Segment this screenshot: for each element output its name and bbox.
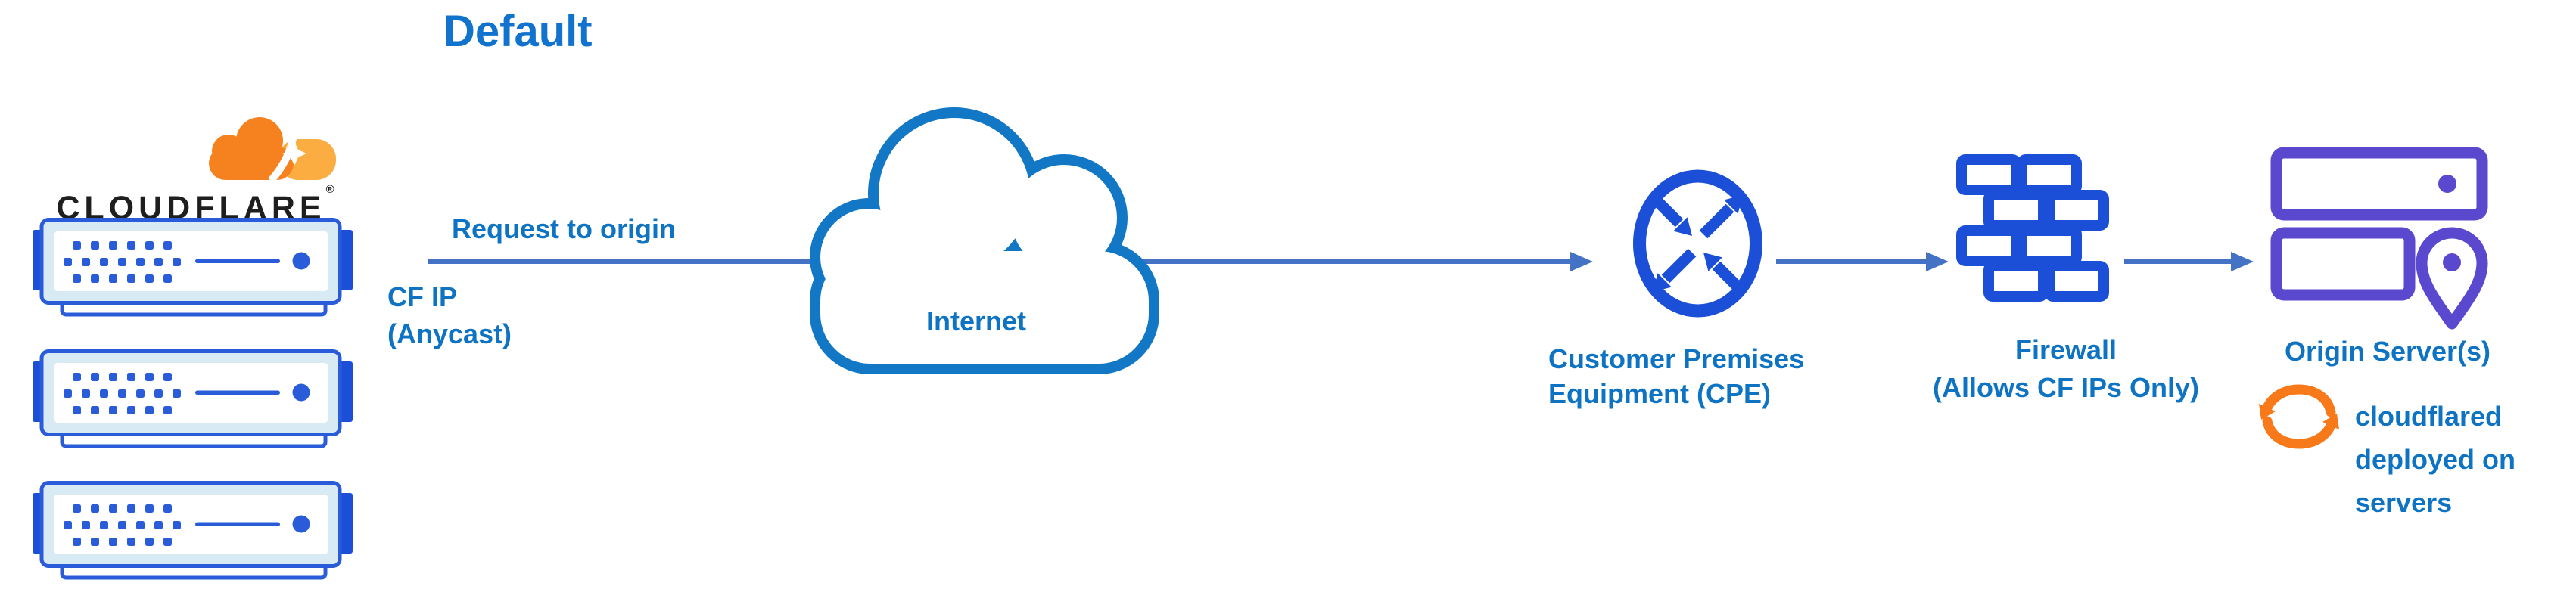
registered-trademark: ® — [325, 183, 334, 196]
cloudflare-cloud-icon — [209, 117, 336, 184]
cloudflared-note: cloudflared deployed on servers — [2355, 395, 2515, 524]
cf-ip-line2: (Anycast) — [387, 318, 512, 349]
arrowhead-icon — [1926, 252, 1949, 271]
firewall-label-line1: Firewall — [2014, 334, 2117, 365]
firewall-icon — [1956, 154, 2109, 302]
arrowhead-icon — [2231, 252, 2254, 271]
cpe-label-line1: Customer Premises — [1548, 343, 1805, 374]
request-to-origin-label: Request to origin — [452, 213, 676, 244]
firewall-label: Firewall (Allows CF IPs Only) — [1903, 331, 2229, 407]
location-pin-icon — [2416, 227, 2488, 330]
origin-servers-icon — [2270, 147, 2488, 330]
origin-servers-label: Origin Server(s) — [2284, 336, 2491, 367]
flow-line-cpe-firewall — [1776, 259, 1927, 264]
flow-line-firewall-origin — [2124, 259, 2232, 264]
cpe-router-icon — [1633, 169, 1762, 318]
cloudflared-note-line2: deployed on — [2355, 444, 2516, 475]
internet-cloud-icon — [810, 107, 1159, 374]
cloudflared-sync-icon — [2259, 384, 2339, 449]
cpe-label: Customer Premises Equipment (CPE) — [1548, 342, 1804, 411]
cpe-label-line2: Equipment (CPE) — [1548, 378, 1771, 409]
diagram-title: Default — [443, 7, 593, 56]
cloudflare-server-icon — [32, 481, 353, 583]
cf-ip-anycast-label: CF IP (Anycast) — [387, 278, 512, 352]
cloudflare-server-icon — [32, 218, 353, 320]
firewall-label-line2: (Allows CF IPs Only) — [1932, 372, 2200, 403]
cloudflare-server-icon — [32, 349, 353, 451]
cloudflared-note-line3: servers — [2355, 487, 2453, 518]
cloudflared-note-line1: cloudflared — [2355, 401, 2503, 432]
arrowhead-icon — [1570, 252, 1593, 271]
cf-ip-line1: CF IP — [387, 281, 458, 312]
internet-label: Internet — [926, 305, 1026, 336]
